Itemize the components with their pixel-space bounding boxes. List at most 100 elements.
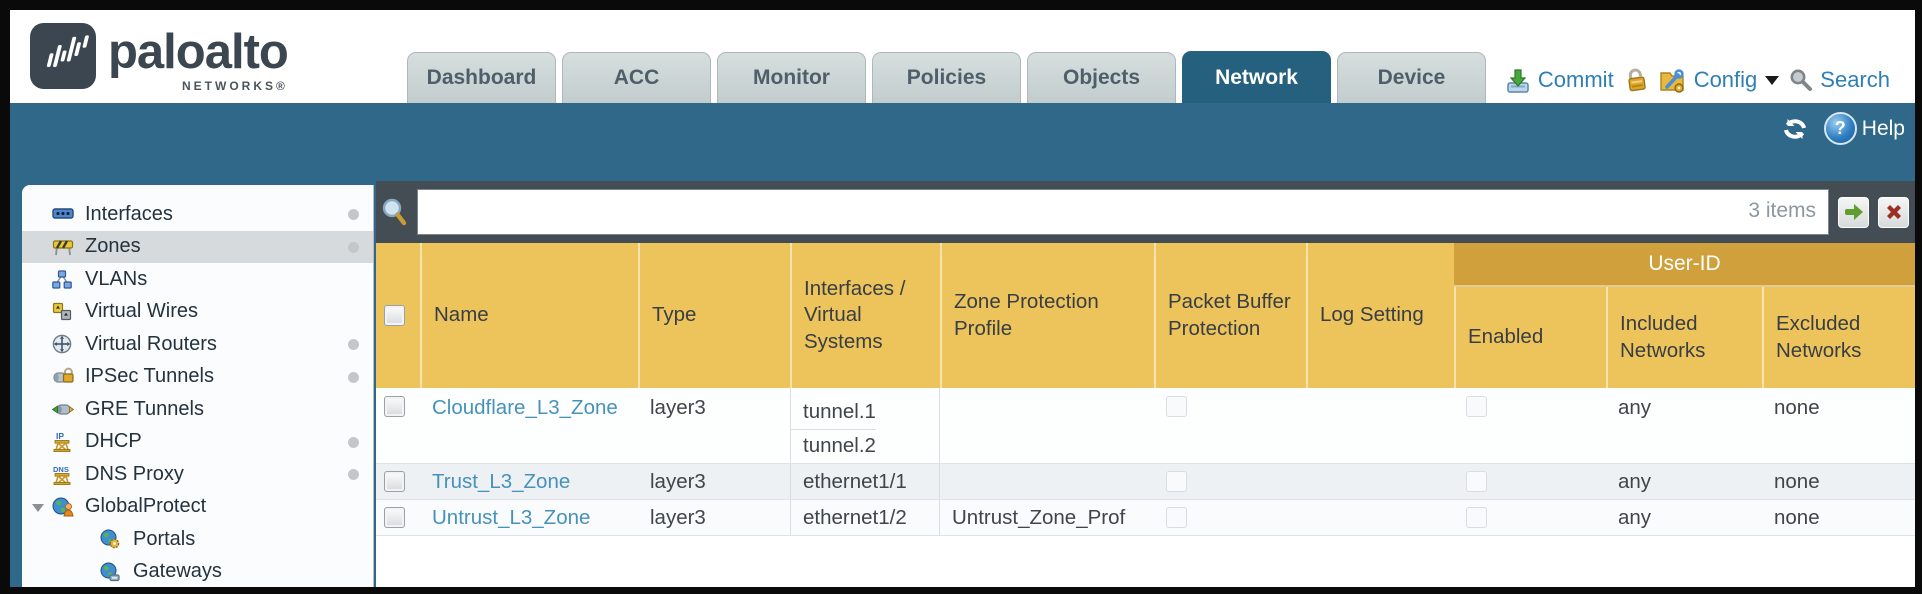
column-header-excluded-networks[interactable]: Excluded Networks bbox=[1762, 287, 1915, 388]
packet-buffer-protection-checkbox[interactable] bbox=[1166, 396, 1187, 417]
items-count: 3 items bbox=[1748, 199, 1816, 222]
main-nav-tabs: Dashboard ACC Monitor Policies Objects N… bbox=[407, 51, 1486, 103]
zone-name-link[interactable]: Cloudflare_L3_Zone bbox=[432, 396, 618, 419]
zones-icon bbox=[52, 240, 74, 255]
cell-type: layer3 bbox=[650, 396, 706, 419]
cell-excluded-networks: none bbox=[1774, 505, 1820, 529]
svg-text:IP: IP bbox=[56, 431, 64, 441]
filter-toolbar: 3 items bbox=[376, 181, 1915, 243]
column-header-interfaces[interactable]: Interfaces / Virtual Systems bbox=[790, 243, 940, 388]
zone-name-link[interactable]: Untrust_L3_Zone bbox=[432, 505, 591, 529]
green-arrow-icon bbox=[1844, 204, 1863, 220]
user-id-enabled-checkbox[interactable] bbox=[1466, 471, 1487, 492]
tab-acc[interactable]: ACC bbox=[562, 52, 711, 103]
gre-tunnels-icon bbox=[52, 404, 74, 415]
sidebar-item-vlans[interactable]: VLANs bbox=[22, 263, 373, 296]
header-select-all-cell bbox=[376, 243, 420, 388]
tab-network[interactable]: Network bbox=[1182, 51, 1331, 103]
sidebar-item-gateways[interactable]: Gateways bbox=[22, 556, 373, 588]
sidebar-item-ipsec-tunnels[interactable]: IPSec Tunnels bbox=[22, 361, 373, 394]
zone-name-link[interactable]: Trust_L3_Zone bbox=[432, 469, 571, 493]
sidebar-item-label: IPSec Tunnels bbox=[85, 365, 214, 388]
column-header-packet-buffer-protection[interactable]: Packet Buffer Protection bbox=[1154, 243, 1306, 388]
sidebar-item-portals[interactable]: Portals bbox=[22, 523, 373, 556]
filter-field: 3 items bbox=[417, 189, 1829, 235]
interface-entry: ethernet1/1 bbox=[803, 469, 907, 493]
search-label: Search bbox=[1820, 67, 1890, 92]
cell-interfaces: ethernet1/1 bbox=[790, 464, 940, 499]
table-row: Untrust_L3_Zone layer3 ethernet1/2 Untru… bbox=[376, 500, 1915, 536]
status-dot bbox=[348, 436, 359, 448]
help-button[interactable]: ? Help bbox=[1823, 112, 1905, 145]
commit-button[interactable]: Commit bbox=[1504, 66, 1614, 94]
cell-excluded-networks: none bbox=[1774, 396, 1820, 419]
select-all-checkbox[interactable] bbox=[384, 305, 405, 326]
user-id-enabled-checkbox[interactable] bbox=[1466, 396, 1487, 417]
sidebar-item-dns-proxy[interactable]: DNS DNS Proxy bbox=[22, 458, 373, 491]
sidebar-item-gre-tunnels[interactable]: GRE Tunnels bbox=[22, 393, 373, 426]
column-header-enabled[interactable]: Enabled bbox=[1454, 287, 1606, 388]
tab-policies[interactable]: Policies bbox=[872, 52, 1021, 103]
status-dot bbox=[348, 371, 359, 383]
row-checkbox[interactable] bbox=[384, 507, 405, 528]
dns-proxy-icon: DNS bbox=[53, 465, 71, 485]
sidebar-item-dhcp[interactable]: IP DHCP bbox=[22, 426, 373, 459]
commit-label: Commit bbox=[1537, 67, 1614, 92]
commit-icon bbox=[1507, 69, 1529, 93]
cell-interfaces: ethernet1/2 bbox=[790, 500, 940, 535]
sidebar-item-zones[interactable]: Zones bbox=[22, 230, 373, 263]
status-dot bbox=[348, 209, 359, 220]
search-button[interactable]: Search bbox=[1788, 67, 1890, 93]
sidebar-item-label: Interfaces bbox=[85, 202, 173, 225]
packet-buffer-protection-checkbox[interactable] bbox=[1166, 507, 1187, 528]
band-actions: ? Help bbox=[1780, 112, 1905, 145]
clear-filter-button[interactable] bbox=[1878, 196, 1909, 228]
zones-panel: 3 items bbox=[376, 181, 1915, 587]
interface-entry: tunnel.2 bbox=[803, 434, 876, 458]
tab-device[interactable]: Device bbox=[1337, 52, 1486, 103]
table-header: Name Type Interfaces / Virtual Systems Z… bbox=[376, 243, 1915, 388]
column-header-log-setting[interactable]: Log Setting bbox=[1306, 243, 1454, 388]
sidebar-item-globalprotect[interactable]: GlobalProtect bbox=[22, 491, 373, 524]
config-label: Config bbox=[1693, 67, 1758, 92]
lock-icon[interactable] bbox=[1623, 66, 1649, 94]
sidebar-item-virtual-wires[interactable]: Virtual Wires bbox=[22, 296, 373, 329]
globalprotect-icon bbox=[52, 497, 74, 517]
tab-objects[interactable]: Objects bbox=[1027, 52, 1176, 103]
row-checkbox[interactable] bbox=[384, 471, 405, 492]
utility-bar: Commit Config bbox=[1504, 66, 1890, 94]
filter-search-icon bbox=[382, 198, 407, 226]
packet-buffer-protection-checkbox[interactable] bbox=[1166, 471, 1187, 492]
cell-log-setting bbox=[1306, 464, 1454, 499]
cell-zone-protection-profile bbox=[940, 388, 1154, 463]
column-header-name[interactable]: Name bbox=[420, 243, 638, 388]
config-menu-button[interactable]: Config bbox=[1658, 66, 1780, 94]
tab-monitor[interactable]: Monitor bbox=[717, 52, 866, 103]
interface-entry: ethernet1/2 bbox=[803, 505, 907, 529]
logo-text: paloalto NETWORKS® bbox=[108, 23, 289, 93]
column-header-zone-protection-profile[interactable]: Zone Protection Profile bbox=[940, 243, 1154, 388]
status-dot bbox=[348, 469, 359, 480]
search-icon bbox=[1790, 69, 1813, 91]
sidebar-item-virtual-routers[interactable]: Virtual Routers bbox=[22, 328, 373, 361]
column-header-included-networks[interactable]: Included Networks bbox=[1606, 287, 1762, 388]
cell-zone-protection-profile bbox=[940, 464, 1154, 499]
user-id-enabled-checkbox[interactable] bbox=[1466, 507, 1487, 528]
filter-input[interactable] bbox=[418, 190, 1828, 234]
collapse-arrow-icon[interactable] bbox=[32, 503, 44, 512]
content-band: ? Help Interfaces bbox=[10, 103, 1915, 587]
zones-table: Name Type Interfaces / Virtual Systems Z… bbox=[376, 243, 1915, 536]
sidebar-item-label: GlobalProtect bbox=[85, 495, 207, 518]
row-checkbox[interactable] bbox=[384, 396, 405, 417]
apply-filter-button[interactable] bbox=[1838, 196, 1869, 228]
sidebar-item-interfaces[interactable]: Interfaces bbox=[22, 198, 373, 231]
column-group-user-id: User-ID bbox=[1454, 243, 1915, 287]
tab-dashboard[interactable]: Dashboard bbox=[407, 52, 556, 103]
refresh-icon[interactable] bbox=[1780, 115, 1810, 143]
cell-excluded-networks: none bbox=[1774, 469, 1820, 493]
brand-wordmark: paloalto bbox=[108, 25, 289, 79]
column-header-type[interactable]: Type bbox=[638, 243, 790, 388]
sidebar-item-label: Virtual Wires bbox=[85, 300, 198, 323]
interfaces-icon bbox=[52, 208, 74, 219]
sidebar-item-label: DNS Proxy bbox=[85, 462, 184, 485]
